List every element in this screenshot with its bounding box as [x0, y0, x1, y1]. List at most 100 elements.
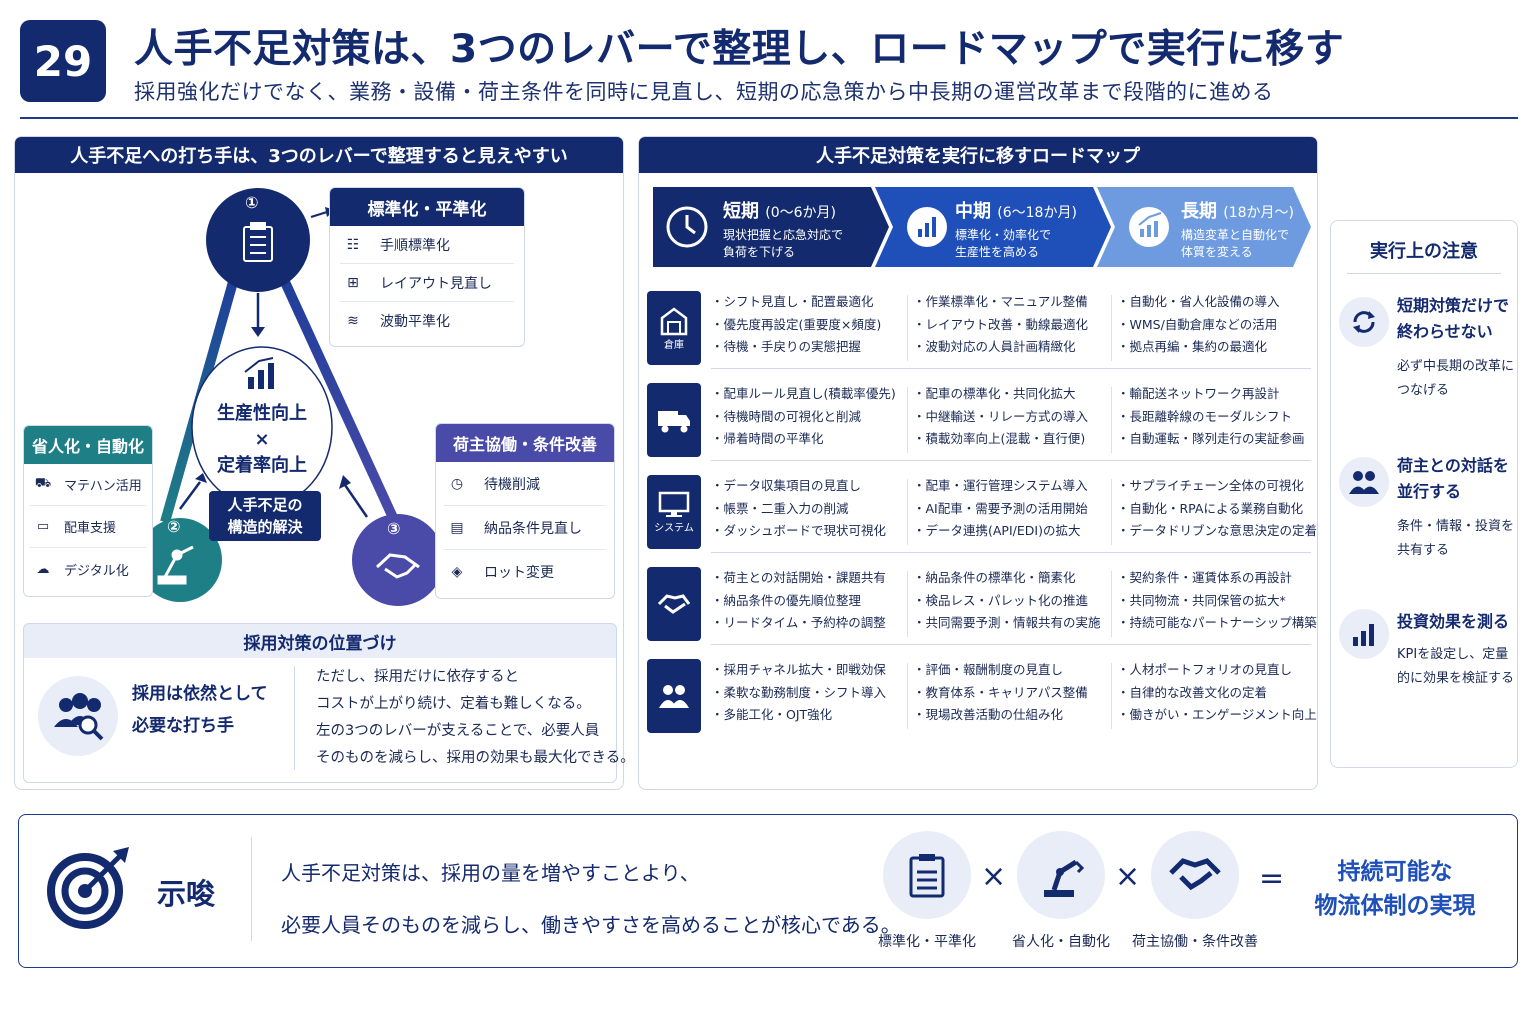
card1-item: ≋波動平準化 — [340, 302, 514, 340]
card-standardization-title: 標準化・平準化 — [330, 188, 524, 226]
card2-item: ⛟マテハン活用 — [30, 464, 146, 506]
roadmap-row-system: システム ・データ収集項目の見直し・帳票・二重入力の削減・ダッシュボードで現状可… — [647, 471, 1317, 553]
roadmap-action-item: ・自律的な改善文化の定着 — [1117, 684, 1268, 700]
roadmap-action-item: ・共同需要予測・情報共有の実施 — [913, 615, 1101, 630]
levers-panel: 人手不足への打ち手は、3つのレバーで整理すると見えやすい — [14, 136, 635, 790]
roadmap-action-item: ・納品条件の標準化・簡素化 — [913, 570, 1076, 585]
node-standardization — [206, 188, 310, 292]
box-icon: ◈ — [451, 564, 463, 580]
card3-item: ◷待機削減 — [444, 462, 606, 506]
roadmap-row-transport: ・配車ルール見直し(積載率優先)・待機時間の可視化と削減・帰着時間の平準化 ・配… — [647, 379, 1311, 461]
roadmap-action-item: ・拠点再編・集約の最適化 — [1117, 339, 1268, 354]
equals-operator: = — [1259, 861, 1285, 896]
node3-number: ③ — [387, 519, 401, 538]
warehouse-icon: 倉庫 — [647, 291, 701, 365]
eq-label-standardization: 標準化・平準化 — [878, 934, 976, 950]
clipboard-icon — [243, 222, 273, 262]
roadmap-action-item: ・評価・報酬制度の見直し — [913, 662, 1064, 677]
roadmap-action-item: ・自動化・RPAによる業務自動化 — [1117, 500, 1304, 516]
roadmap-action-item: ・データ連携(API/EDI)の拡大 — [913, 523, 1081, 538]
phase-mid-arrow — [875, 187, 1111, 267]
roadmap-action-item: ・WMS/自動倉庫などの活用 — [1117, 316, 1278, 332]
roadmap-action-item: ・待機・手戻りの実態把握 — [711, 339, 862, 354]
clock-icon — [666, 206, 708, 248]
triangle-edge-right — [280, 279, 400, 525]
checklist-icon: ☷ — [346, 236, 360, 253]
handshake-icon — [1151, 831, 1239, 919]
bar-chart-icon — [1339, 609, 1389, 659]
roadmap-action-item: ・優先度再設定(重要度×頻度) — [711, 316, 882, 332]
card-shipper: 荷主協働・条件改善 ◷待機削減 ▤納品条件見直し ◈ロット変更 — [435, 423, 615, 599]
roadmap-action-item: ・データドリブンな意思決定の定着 — [1117, 523, 1317, 538]
hiring-left-text: 採用は依然として 必要な打ち手 — [132, 684, 268, 736]
roadmap-action-item: ・輸配送ネットワーク再設計 — [1117, 386, 1280, 401]
roadmap-action-item: ・自動運転・隊列走行の実証参画 — [1117, 431, 1305, 446]
page-subtitle: 採用強化だけでなく、業務・設備・荷主条件を同時に見直し、短期の応急策から中長期の… — [134, 80, 1274, 104]
page-title: 人手不足対策は、3つのレバーで整理し、ロードマップで実行に移す — [134, 27, 1345, 72]
card-automation: 省人化・自動化 ⛟マテハン活用 ▭配車支援 ☁デジタル化 — [23, 425, 153, 597]
header-divider — [20, 117, 1518, 119]
monitor-icon: ▭ — [36, 519, 50, 534]
eq-label-automation: 省人化・自動化 — [1012, 934, 1110, 950]
clipboard-icon — [883, 831, 971, 919]
roadmap-action-item: ・シフト見直し・配置最適化 — [711, 294, 874, 309]
notes-panel: 実行上の注意 短期対策だけで終わらせない 必ず中長期の改革につなげる 荷主との対… — [1330, 220, 1518, 768]
times-operator: × — [981, 859, 1007, 894]
roadmap-action-item: ・持続可能なパートナーシップ構築 — [1117, 615, 1317, 630]
roadmap-action-item: ・教育体系・キャリアパス整備 — [913, 684, 1088, 700]
people-search-icon — [38, 676, 118, 756]
phase-long-arrow — [1097, 187, 1311, 267]
roadmap-action-item: ・配車・運行管理システム導入 — [913, 478, 1088, 493]
phase-arrows — [653, 187, 1311, 267]
card1-item: ⊞レイアウト見直し — [340, 264, 514, 302]
implication-text: 人手不足対策は、採用の量を増やすことより、 必要人員そのものを減らし、働きやすさ… — [281, 861, 901, 937]
roadmap-action-item: ・波動対応の人員計画精緻化 — [913, 339, 1076, 354]
roadmap-action-item: ・人材ポートフォリオの見直し — [1117, 662, 1293, 677]
roadmap-row-shipper: ・荷主との対話開始・課題共有・納品条件の優先順位整理・リードタイム・予約枠の調整… — [647, 563, 1317, 645]
implication-result: 持続可能な 物流体制の実現 — [1314, 859, 1476, 919]
roadmap-action-item: ・働きがい・エンゲージメント向上 — [1117, 707, 1317, 722]
layout-icon: ⊞ — [347, 274, 359, 291]
people-icon — [647, 659, 701, 733]
roadmap-action-item: ・検品レス・パレット化の推進 — [913, 592, 1089, 608]
truck-icon — [647, 383, 701, 457]
hiring-right-text: ただし、採用だけに依存すると コストが上がり続け、定着も難しくなる。 左の3つの… — [316, 669, 635, 766]
roadmap-action-item: ・待機時間の可視化と削減 — [711, 408, 862, 424]
hiring-heading: 採用対策の位置づけ — [24, 624, 616, 658]
roadmap-action-item: ・柔軟な勤務制度・シフト導入 — [711, 684, 887, 700]
card2-item: ☁デジタル化 — [30, 548, 146, 590]
wave-chart-icon: ≋ — [347, 313, 359, 329]
roadmap-action-item: ・現場改善活動の仕組み化 — [913, 707, 1064, 722]
card-automation-title: 省人化・自動化 — [24, 426, 152, 464]
phase-short-arrow — [653, 187, 889, 267]
roadmap-heading: 人手不足対策を実行に移すロードマップ — [639, 137, 1317, 173]
lever-triangle-diagram — [138, 188, 444, 606]
roadmap-action-item: ・作業標準化・マニュアル整備 — [913, 294, 1088, 309]
handshake-icon — [375, 553, 420, 579]
implication-box: 示唆 人手不足対策は、採用の量を増やすことより、 必要人員そのものを減らし、働き… — [18, 814, 1518, 968]
node-shipper — [352, 514, 444, 606]
cloud-icon: ☁ — [36, 561, 50, 577]
times-operator: × — [1115, 859, 1141, 894]
page-number: 29 — [20, 20, 106, 102]
robot-arm-icon — [157, 545, 194, 585]
roadmap-action-item: ・長距離幹線のモーダルシフト — [1117, 408, 1293, 424]
center-label: 生産性向上 × 定着率向上 — [217, 403, 307, 476]
roadmap-action-item: ・データ収集項目の見直し — [711, 478, 862, 493]
roadmap-action-item: ・帳票・二重入力の削減 — [711, 500, 849, 516]
roadmap-action-item: ・共同物流・共同保管の拡大* — [1117, 592, 1286, 608]
roadmap-action-item: ・サプライチェーン全体の可視化 — [1117, 478, 1304, 493]
roadmap-action-item: ・荷主との対話開始・課題共有 — [711, 570, 886, 585]
cycle-arrows-icon — [1339, 297, 1389, 347]
eq-label-shipper: 荷主協働・条件改善 — [1132, 934, 1258, 950]
robot-arm-icon — [1017, 831, 1105, 919]
forklift-icon: ⛟ — [34, 476, 52, 491]
roadmap-action-item: ・AI配車・需要予測の活用開始 — [913, 500, 1088, 516]
levers-heading: 人手不足への打ち手は、3つのレバーで整理すると見えやすい — [15, 137, 623, 173]
document-check-icon: ▤ — [450, 519, 464, 536]
hiring-positioning-box: 採用対策の位置づけ 採用は依然として 必要な打ち手 ただし、採用だけに依存すると… — [23, 623, 635, 783]
roadmap-action-item: ・採用チャネル拡大・即戦効保 — [711, 662, 886, 677]
people-icon — [1339, 457, 1389, 507]
handshake-icon — [647, 567, 701, 641]
notes-heading: 実行上の注意 — [1370, 241, 1478, 262]
